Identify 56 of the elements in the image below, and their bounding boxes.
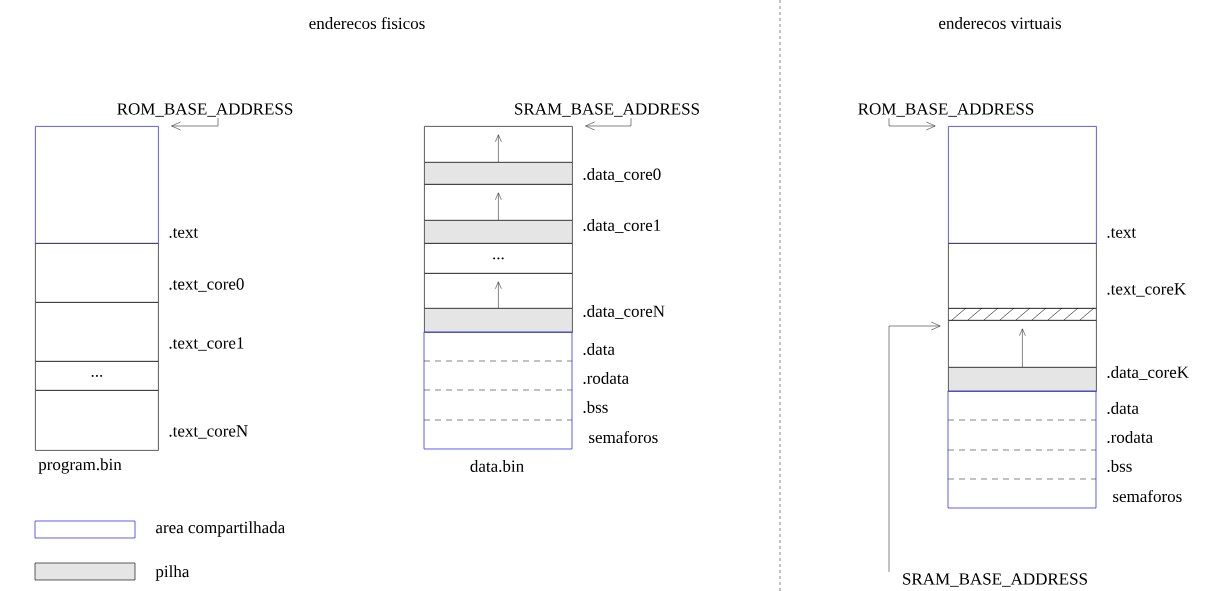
- stack-segment: [424, 308, 573, 333]
- segment-label: semaforos: [589, 430, 658, 444]
- growth-arrow: [495, 192, 502, 221]
- heading-label: enderecos fisicos: [309, 16, 425, 30]
- segment-label: .bss: [1107, 460, 1132, 472]
- segment-label: .text_coreK: [1107, 283, 1186, 297]
- memory-segment: [423, 331, 573, 362]
- memory-segment: [947, 390, 1097, 421]
- legend-text: pilha: [155, 565, 190, 581]
- address-label: ROM_BASE_ADDRESS: [117, 103, 293, 117]
- heading-label: enderecos virtuais: [939, 17, 1061, 29]
- growth-arrow: [1019, 328, 1026, 368]
- arrow: [171, 117, 219, 131]
- segment-label: .text: [1107, 228, 1137, 238]
- segment-label: .data_coreK: [1107, 366, 1189, 380]
- growth-arrow: [495, 281, 502, 309]
- memory-segment: [35, 390, 159, 451]
- file-label: data.bin: [470, 460, 524, 472]
- memory-segment: [423, 360, 573, 391]
- memory-segment: ...: [35, 361, 159, 391]
- segment-label: .text_coreN: [169, 425, 248, 439]
- arrow: [888, 321, 941, 573]
- memory-segment: [948, 243, 1097, 309]
- memory-segment: [35, 126, 159, 244]
- stack-segment: [424, 220, 573, 244]
- memory-segment: [947, 478, 1097, 509]
- address-label: ROM_BASE_ADDRESS: [858, 103, 1034, 117]
- memory-segment: ...: [424, 243, 573, 274]
- legend-text: area compartilhada: [156, 521, 285, 537]
- segment-label: .text: [169, 228, 199, 238]
- memory-segment: [947, 449, 1097, 480]
- memory-segment: [423, 389, 573, 421]
- memory-segment: [948, 126, 1097, 244]
- memory-segment: [423, 419, 573, 450]
- memory-segment: [947, 419, 1097, 451]
- segment-label: .rodata: [1107, 431, 1153, 443]
- segment-label: .data_coreN: [583, 305, 665, 319]
- hatched-segment: [948, 307, 1097, 321]
- segment-label: .rodata: [583, 372, 629, 384]
- address-label: SRAM_BASE_ADDRESS: [903, 573, 1087, 587]
- segment-label: .text_core1: [169, 337, 244, 351]
- address-label: SRAM_BASE_ADDRESS: [515, 103, 699, 117]
- segment-label: .bss: [583, 401, 608, 413]
- segment-label: .data_core1: [583, 219, 661, 233]
- growth-arrow: [495, 134, 502, 163]
- stack-segment: [948, 367, 1097, 392]
- arrow: [888, 117, 936, 131]
- segment-label: .data: [583, 343, 615, 355]
- segment-label: .data: [1107, 402, 1139, 414]
- segment-label: .data_core0: [583, 168, 661, 182]
- segment-label: semaforos: [1113, 489, 1182, 503]
- stack-segment: [424, 162, 573, 185]
- segment-label: .text_core0: [169, 278, 244, 292]
- memory-segment: [35, 243, 159, 303]
- memory-segment: [35, 302, 159, 362]
- arrow: [585, 117, 632, 131]
